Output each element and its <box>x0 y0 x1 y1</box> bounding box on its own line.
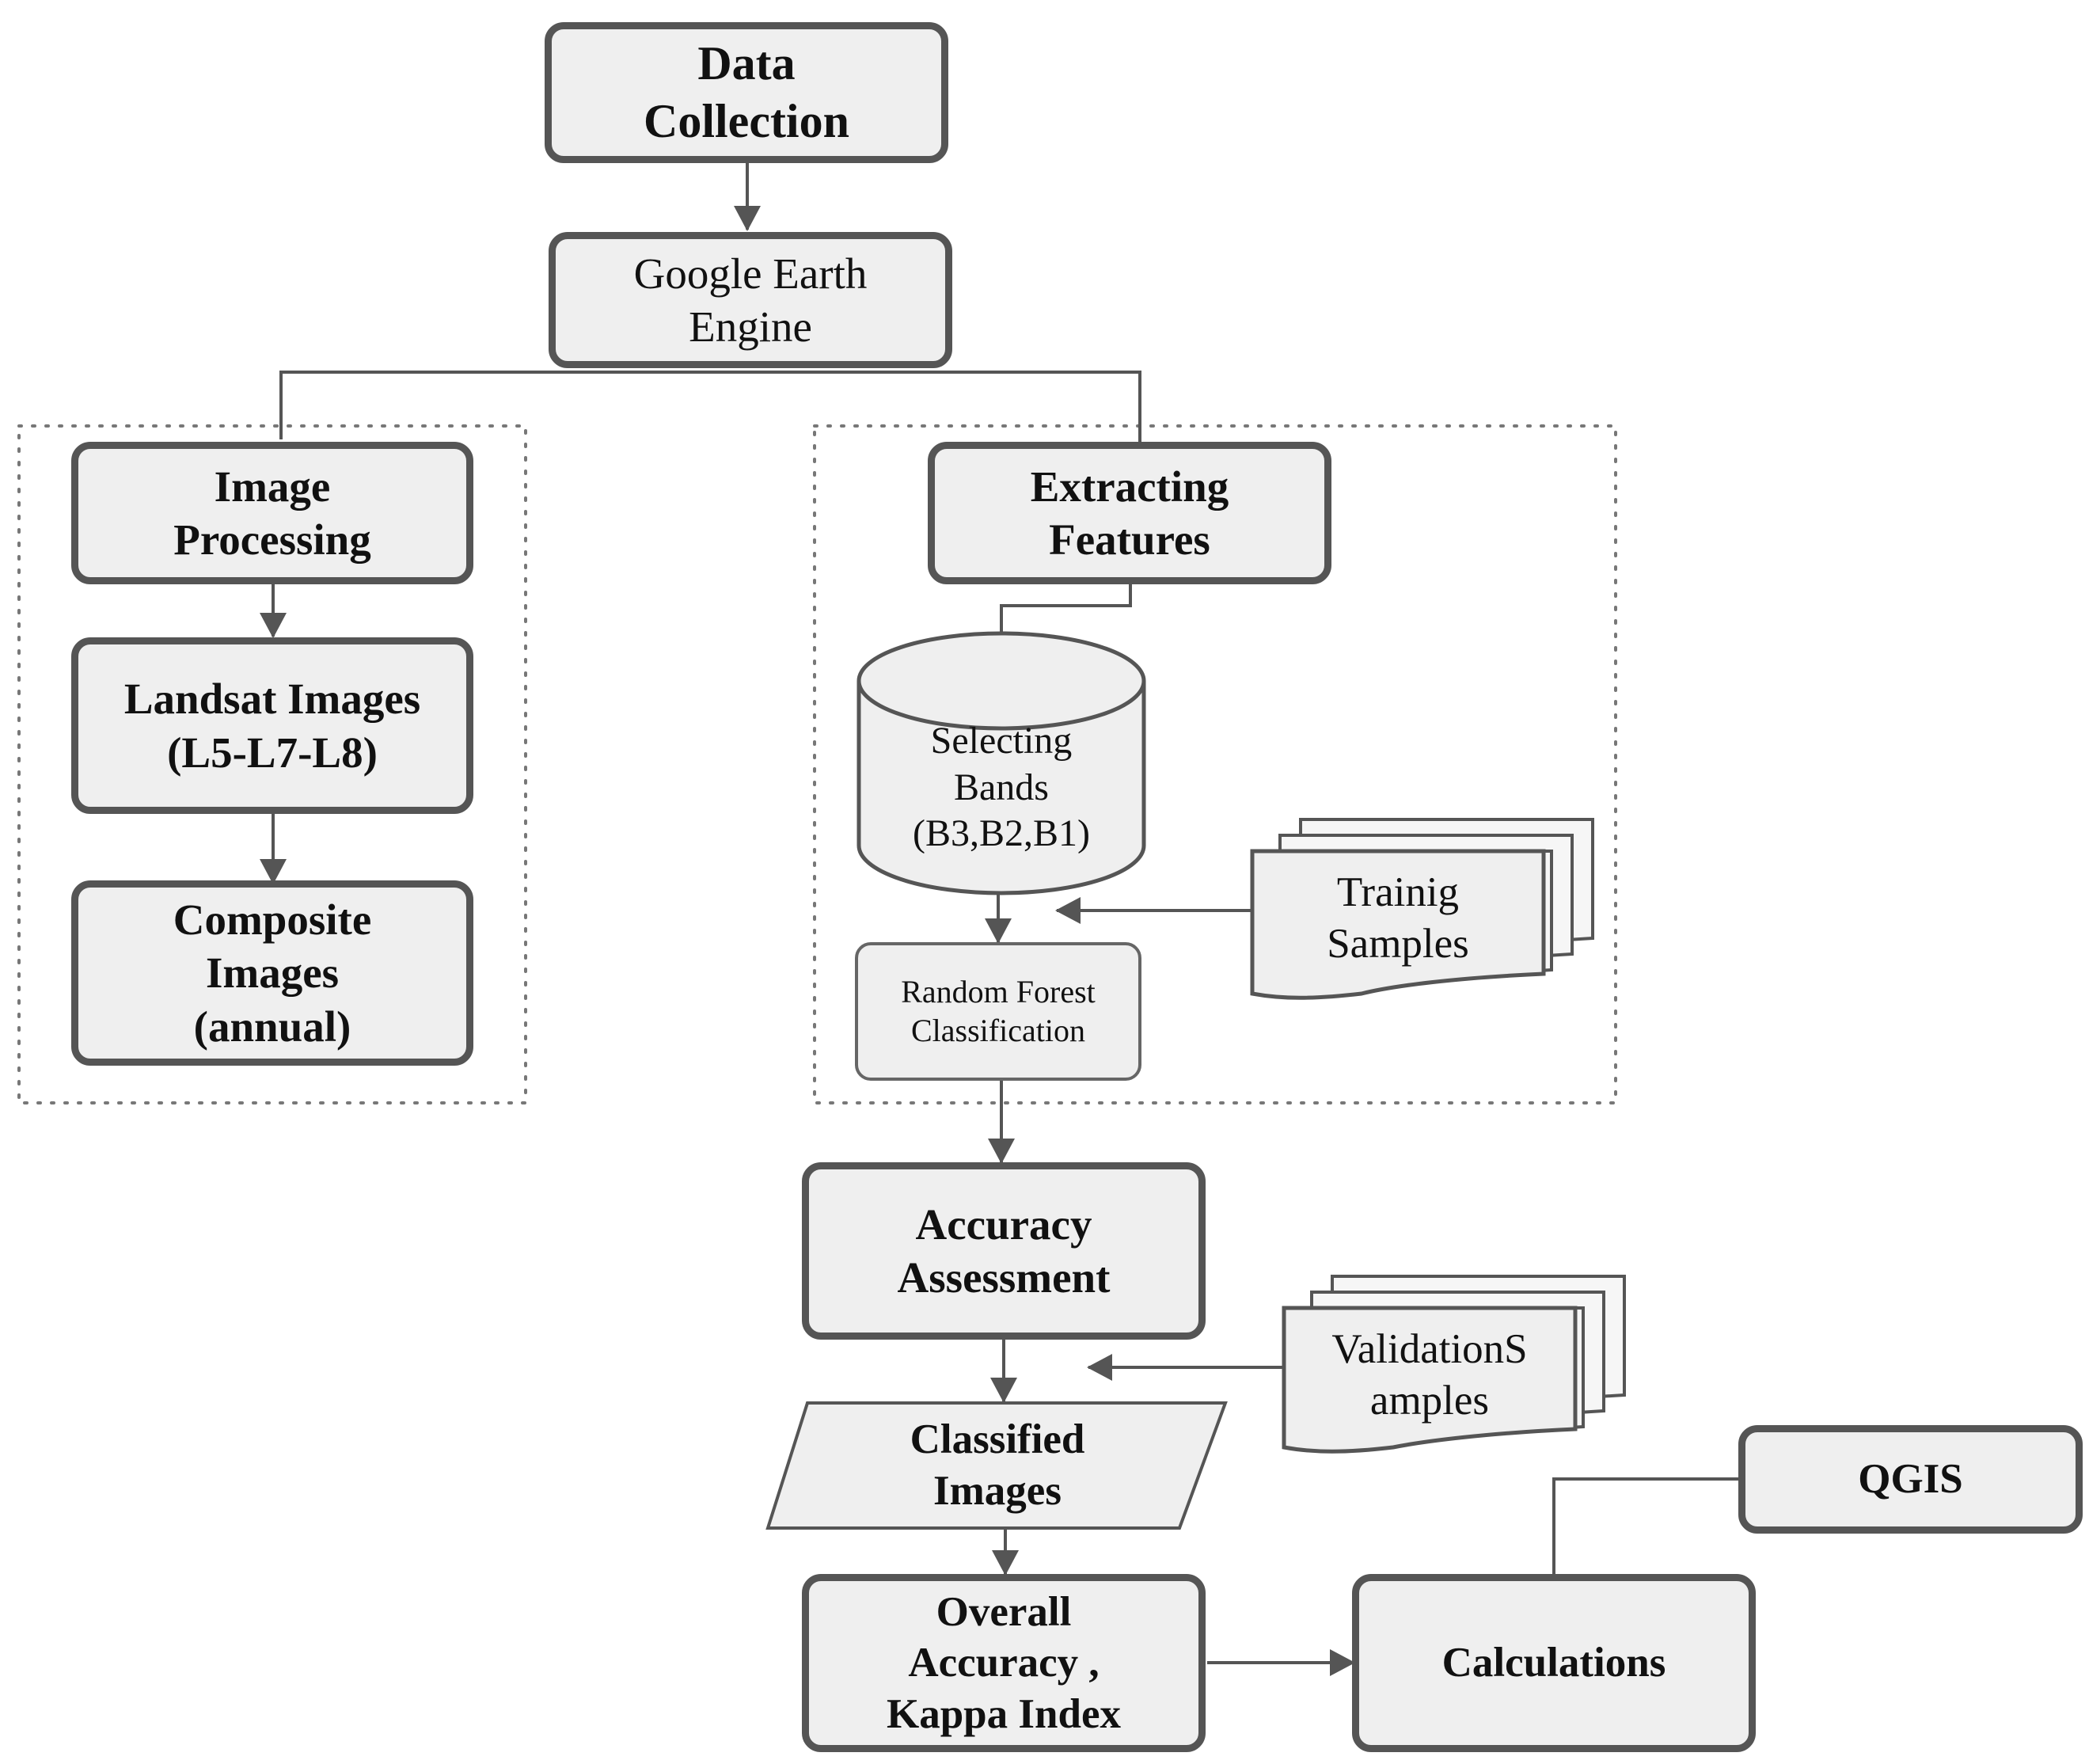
overall-accuracy-label: Overall Accuracy , Kappa Index <box>886 1588 1122 1737</box>
qgis-label: QGIS <box>1858 1456 1963 1503</box>
extracting-features-box: Extracting Features <box>928 442 1331 584</box>
google-earth-engine-box: Google Earth Engine <box>549 232 952 368</box>
image-processing-label: Image Processing <box>173 462 371 564</box>
training-samples-label: Trainig Samples <box>1327 869 1469 967</box>
data-collection-box: Data Collection <box>545 22 948 163</box>
composite-images-label: Composite Images (annual) <box>173 895 372 1051</box>
connector-features-to-bands <box>1000 584 1132 633</box>
image-processing-box: Image Processing <box>71 442 473 584</box>
random-forest-label: Random Forest Classification <box>901 973 1096 1048</box>
overall-accuracy-box: Overall Accuracy , Kappa Index <box>802 1574 1206 1752</box>
data-collection-label: Data Collection <box>644 36 849 147</box>
random-forest-box: Random Forest Classification <box>855 942 1141 1081</box>
validation-samples-documents <box>1282 1275 1626 1454</box>
connector-gee-split <box>279 371 1141 443</box>
landsat-images-box: Landsat Images (L5-L7-L8) <box>71 637 473 814</box>
landsat-images-label: Landsat Images (L5-L7-L8) <box>123 675 421 777</box>
selecting-bands-label: Selecting Bands (B3,B2,B1) <box>912 720 1090 855</box>
extracting-features-label: Extracting Features <box>1030 462 1229 564</box>
google-earth-engine-label: Google Earth Engine <box>633 249 868 351</box>
qgis-box: QGIS <box>1738 1425 2083 1534</box>
composite-images-box: Composite Images (annual) <box>71 880 473 1066</box>
connector-qgis-to-calculations <box>1552 1477 1741 1576</box>
accuracy-assessment-box: Accuracy Assessment <box>802 1162 1206 1340</box>
calculations-label: Calculations <box>1441 1640 1666 1686</box>
selecting-bands-cylinder <box>856 631 1146 895</box>
calculations-box: Calculations <box>1352 1574 1756 1752</box>
classified-images-label: Classified Images <box>910 1416 1085 1514</box>
accuracy-assessment-label: Accuracy Assessment <box>897 1199 1111 1302</box>
training-samples-documents <box>1250 818 1594 1000</box>
classified-images-shape <box>765 1401 1228 1530</box>
validation-samples-label: ValidationS amples <box>1331 1326 1528 1424</box>
